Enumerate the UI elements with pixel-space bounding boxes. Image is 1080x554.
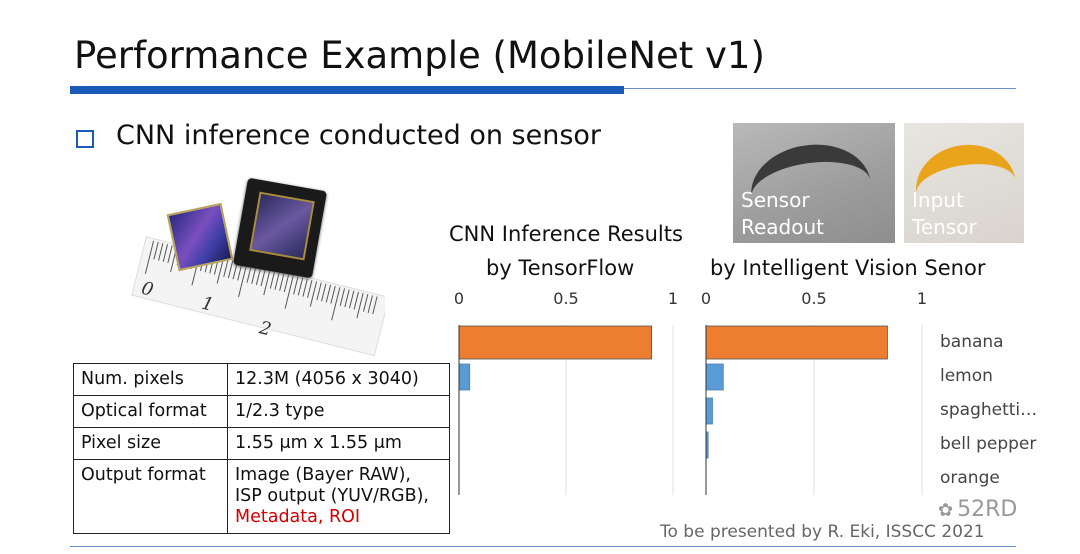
spec-key: Pixel size — [73, 427, 228, 460]
spec-key: Num. pixels — [73, 363, 228, 396]
ruler-tick — [283, 274, 290, 293]
bar-spaghetti- — [705, 397, 713, 425]
bar-lemon — [458, 363, 471, 391]
sensor-readout-photo: Sensor Readout — [733, 123, 895, 243]
ruler-tick — [144, 240, 155, 274]
x-tick-label: 1 — [668, 289, 678, 308]
category-label: spaghetti… — [940, 400, 1038, 420]
ruler-tick — [349, 290, 355, 309]
ruler-label-2: 2 — [256, 317, 273, 340]
ruler-tick — [251, 266, 257, 284]
spec-value-line: ISP output (YUV/RGB), — [235, 486, 429, 506]
x-tick-label: 0 — [454, 289, 464, 308]
bar-banana — [458, 325, 653, 360]
chart-title-tensorflow: by TensorFlow — [486, 256, 635, 280]
ruler-label-1: 1 — [199, 293, 215, 316]
bottom-rule — [70, 546, 1016, 547]
ruler-tick — [255, 267, 262, 286]
watermark: ✿52RD — [938, 497, 1017, 522]
ruler-tick — [238, 263, 248, 298]
ruler-tick — [309, 281, 318, 307]
bullet-text: CNN inference conducted on sensor — [116, 120, 602, 151]
ruler-tick — [297, 277, 304, 296]
sensor-spec-table: Num. pixels 12.3M (4056 x 3040) Optical … — [73, 363, 450, 534]
ruler-tick — [167, 245, 173, 264]
ruler-tick — [372, 296, 378, 315]
spec-value-line: Image (Bayer RAW), — [235, 465, 411, 485]
input-tensor-photo: Input Tensor — [904, 123, 1024, 243]
ruler-tick — [362, 294, 369, 312]
ruler-tick — [223, 259, 229, 277]
spec-key: Output format — [73, 459, 228, 534]
ruler-tick — [302, 278, 308, 297]
footer-citation: To be presented by R. Eki, ISSCC 2021 — [660, 522, 985, 542]
bar-banana — [705, 325, 888, 360]
ruler-tick — [293, 276, 299, 295]
ruler-tick — [356, 292, 364, 319]
x-tick-label: 0 — [701, 289, 711, 308]
table-row: Output format Image (Bayer RAW), ISP out… — [73, 459, 450, 534]
spec-value: 1/2.3 type — [227, 395, 450, 428]
ruler-tick — [269, 270, 276, 289]
wechat-icon: ✿ — [938, 500, 954, 521]
ruler-tick — [216, 258, 224, 284]
category-label: orange — [940, 468, 1000, 488]
sensor-readout-label: Sensor Readout — [741, 188, 825, 239]
bar-lemon — [705, 363, 724, 391]
ruler-tick — [246, 265, 252, 283]
ruler-tick — [153, 241, 159, 260]
ruler-tick — [316, 282, 322, 301]
ruler-tick — [331, 287, 341, 321]
table-row: Pixel size 1.55 μm x 1.55 μm — [73, 427, 450, 460]
ruler-tick — [274, 272, 280, 290]
spec-value: 12.3M (4056 x 3040) — [227, 363, 450, 396]
bullet-square-icon — [76, 130, 94, 148]
watermark-text: 52RD — [957, 497, 1018, 522]
chart-heading: CNN Inference Results — [449, 222, 683, 246]
spec-value-highlight: Metadata, ROI — [235, 507, 361, 527]
chart-title-ivs: by Intelligent Vision Senor — [710, 256, 986, 280]
ruler-tick — [263, 269, 271, 296]
x-tick-label: 0.5 — [801, 289, 826, 308]
category-label: lemon — [940, 366, 993, 386]
ruler-tick — [353, 291, 359, 310]
ruler-tick — [321, 283, 327, 302]
x-tick-label: 0.5 — [553, 289, 578, 308]
ruler-tick — [162, 244, 169, 262]
ruler-tick — [339, 288, 346, 306]
ruler-tick — [325, 284, 332, 303]
ruler-tick — [367, 295, 373, 313]
spec-value: 1.55 μm x 1.55 μm — [227, 427, 450, 460]
ruler-tick — [227, 260, 234, 279]
ruler-tick — [330, 285, 336, 304]
ruler-tick — [284, 275, 294, 309]
ruler-tick — [344, 289, 350, 308]
category-label: banana — [940, 332, 1004, 352]
title-accent-bar — [70, 86, 624, 94]
slide-title: Performance Example (MobileNet v1) — [74, 34, 765, 77]
table-row: Optical format 1/2.3 type — [73, 395, 450, 428]
ruler-tick — [279, 273, 285, 291]
ruler-label-0: 0 — [139, 278, 155, 301]
ruler-tick — [158, 242, 164, 261]
category-label: bell pepper — [940, 434, 1037, 454]
spec-value: Image (Bayer RAW), ISP output (YUV/RGB),… — [227, 459, 450, 534]
ruler-tick — [307, 280, 313, 298]
ruler-tick — [260, 268, 266, 287]
x-tick-label: 1 — [917, 289, 927, 308]
table-row: Num. pixels 12.3M (4056 x 3040) — [73, 363, 450, 396]
input-tensor-label: Input Tensor — [912, 188, 977, 239]
